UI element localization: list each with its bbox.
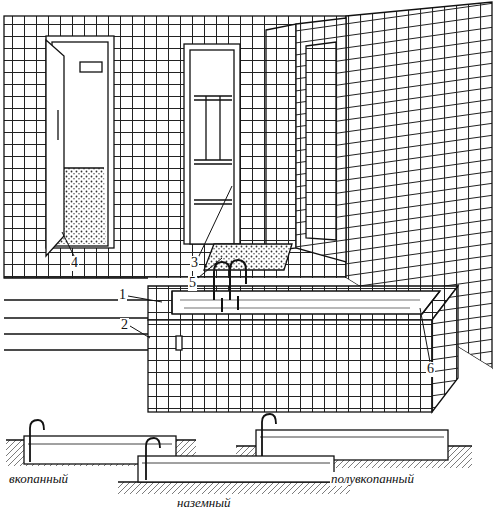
callout-number: 6 (426, 362, 435, 377)
callout-number: 2 (120, 318, 129, 333)
type-caption: полувкопанный (330, 472, 415, 486)
callout-number: 4 (70, 256, 79, 271)
type-caption: вкопанный (8, 472, 69, 486)
type-caption: наземный (176, 496, 232, 510)
callout-number: 5 (188, 276, 197, 291)
callout-number: 3 (190, 256, 199, 271)
callout-number: 1 (118, 288, 127, 303)
